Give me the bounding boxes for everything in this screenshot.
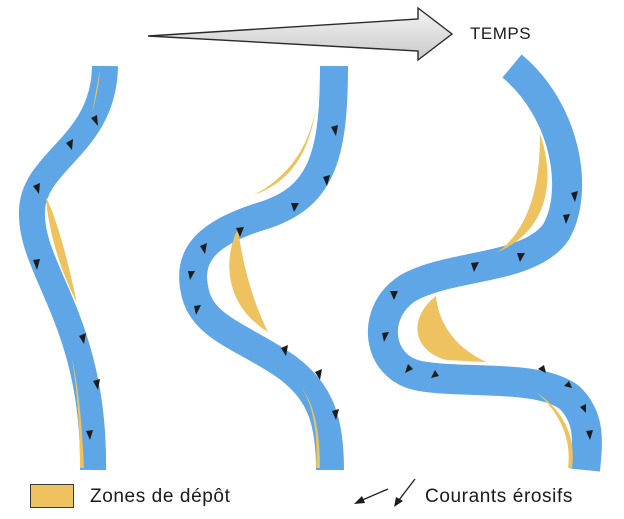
current-arrow — [390, 291, 398, 300]
stage-1-river — [18, 65, 118, 471]
current-arrow — [405, 364, 413, 373]
stage-2-river — [179, 65, 348, 471]
current-arrow — [91, 115, 98, 126]
stage-3-deposit-middle — [417, 296, 486, 362]
current-arrow — [188, 271, 195, 280]
current-arrow — [86, 430, 93, 440]
stage-2-current-arrows — [188, 125, 339, 420]
stage-1-deposit-upper — [92, 70, 100, 113]
stage-3-deposit-upper — [498, 134, 548, 252]
current-arrow — [564, 381, 572, 388]
legend-current-arrows-icon — [354, 478, 416, 507]
stage-2-deposit-middle — [229, 228, 268, 332]
current-arrow — [194, 305, 201, 315]
stage-1-meander — [18, 65, 118, 471]
time-arrow — [147, 6, 454, 62]
current-arrow — [33, 183, 40, 194]
current-arrow — [315, 369, 322, 380]
current-arrow — [580, 404, 586, 413]
current-arrow — [79, 333, 86, 344]
stage-1-deposit-lower — [72, 358, 84, 468]
current-arrow — [538, 365, 546, 373]
current-arrow — [382, 332, 389, 342]
legend-current-label: Courants érosifs — [425, 486, 573, 507]
legend-deposit-label: Zones de dépôt — [90, 486, 231, 507]
current-arrow — [586, 430, 593, 440]
stage-2-deposit-upper — [254, 70, 320, 195]
current-arrow — [200, 243, 207, 254]
current-arrow — [332, 409, 339, 420]
current-arrow — [281, 345, 288, 356]
stage-3-current-arrows — [382, 191, 593, 440]
stage-3-meander — [367, 54, 602, 472]
current-arrow — [517, 253, 525, 262]
current-arrow — [236, 227, 244, 237]
stage-3-deposit-lower — [536, 392, 573, 468]
current-arrow — [291, 203, 299, 212]
current-arrow — [323, 175, 330, 186]
time-label: TEMPS — [470, 24, 532, 43]
current-arrow — [33, 259, 40, 270]
current-arrow — [66, 139, 73, 150]
current-arrow — [331, 125, 338, 136]
current-arrow — [471, 262, 479, 272]
stage-2-deposit-lower — [302, 388, 320, 468]
legend-deposit-swatch — [30, 484, 74, 508]
current-arrow — [431, 370, 439, 378]
stage-1-deposit-middle — [46, 197, 77, 303]
stage-1-current-arrows — [33, 115, 100, 440]
current-arrow — [563, 214, 570, 224]
stage-2-meander — [179, 65, 348, 471]
current-arrow — [571, 191, 578, 202]
current-arrow — [93, 379, 100, 390]
stage-3-river — [367, 54, 602, 472]
